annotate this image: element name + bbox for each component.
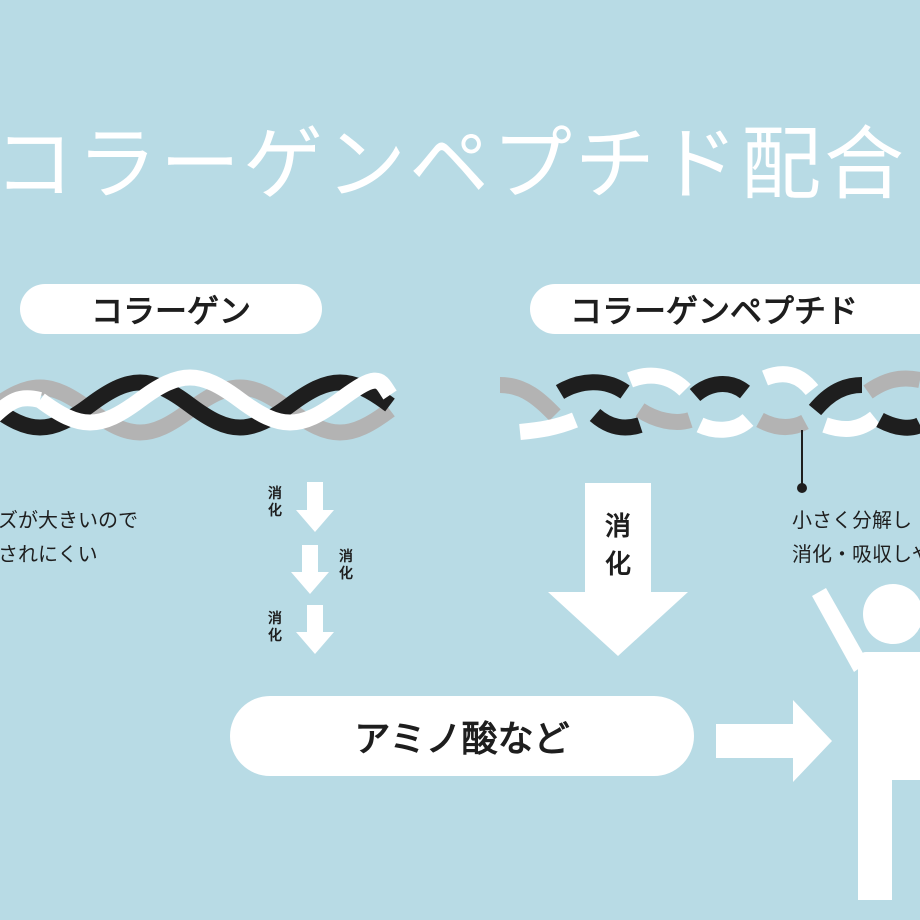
digestion-label: 消化 (268, 486, 282, 519)
big-digestion-label: 消化 (604, 512, 631, 580)
big-down-arrow-icon (548, 483, 688, 656)
peptide-note-line2: 消化・吸収しや (792, 542, 920, 566)
person-icon (812, 584, 920, 900)
peptide-note-line1: 小さく分解し (792, 508, 912, 532)
down-arrow-icon (296, 482, 334, 532)
right-arrow-icon (716, 700, 832, 782)
digestion-label: 消化 (268, 611, 282, 644)
down-arrow-icon (296, 605, 334, 654)
down-arrow-icon (291, 545, 329, 594)
peptide-fragments-icon (499, 366, 920, 440)
amino-acids-label: アミノ酸など (230, 696, 694, 776)
page-title: コラーゲンペプチド配合 (0, 118, 907, 211)
collagen-note-line2: されにくい (0, 542, 98, 566)
collagen-note-line1: ズが大きいので (0, 508, 138, 532)
collagen-peptide-label: コラーゲンペプチド (530, 284, 920, 334)
digestion-label: 消化 (339, 549, 353, 582)
collagen-helix-icon (0, 369, 397, 441)
collagen-label: コラーゲン (20, 284, 322, 334)
pointer-line-icon (797, 430, 807, 493)
